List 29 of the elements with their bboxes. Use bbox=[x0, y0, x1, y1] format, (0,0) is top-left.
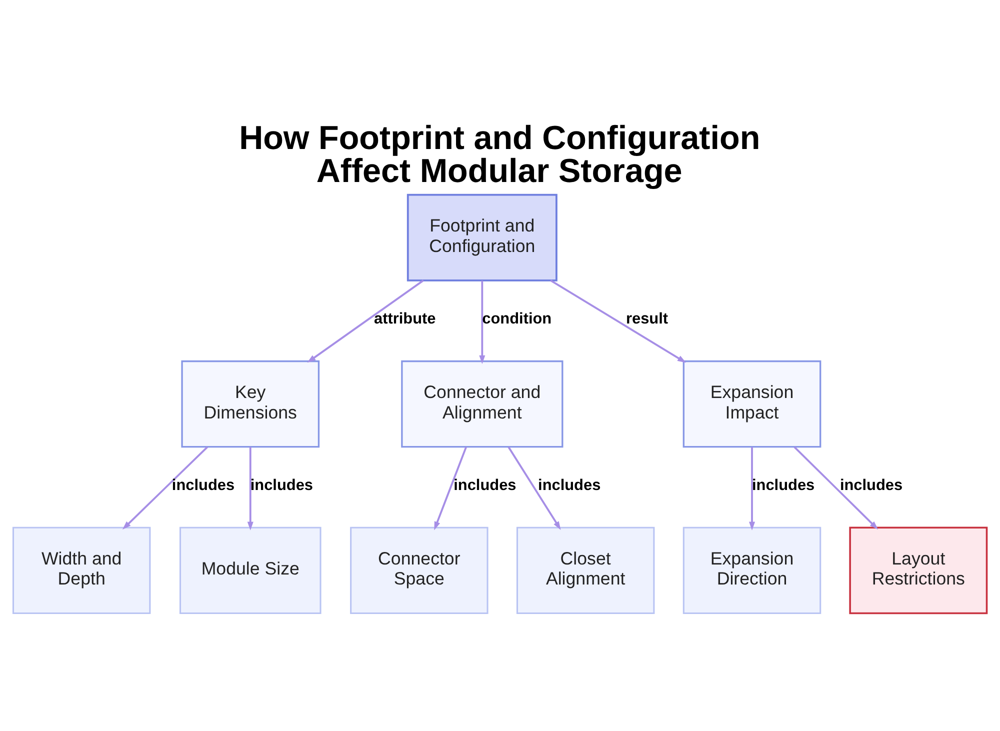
edge-label: condition bbox=[482, 310, 552, 328]
arrow bbox=[122, 446, 208, 530]
diagram-title: How Footprint and Configuration Affect Modular Storage bbox=[239, 119, 760, 190]
arrow bbox=[550, 279, 686, 362]
arrow bbox=[749, 446, 755, 530]
node-box: Key Dimensions bbox=[181, 360, 320, 448]
node-box: Expansion Impact bbox=[682, 360, 822, 448]
edge-label: includes bbox=[454, 476, 516, 494]
node-box: Width and Depth bbox=[12, 526, 151, 614]
arrow bbox=[794, 446, 878, 530]
edge-label: includes bbox=[538, 476, 601, 494]
edge-label: includes bbox=[752, 476, 815, 494]
node-box: Layout Restrictions bbox=[849, 526, 988, 614]
edge-label: includes bbox=[172, 476, 235, 494]
edge-label: attribute bbox=[374, 310, 436, 328]
edge-label: includes bbox=[250, 476, 313, 494]
arrow bbox=[307, 279, 424, 362]
edge-label: includes bbox=[840, 476, 903, 494]
node-box: Closet Alignment bbox=[516, 526, 655, 614]
arrow bbox=[508, 446, 561, 530]
node-box: Connector and Alignment bbox=[401, 360, 564, 448]
node-box: Connector Space bbox=[350, 526, 488, 614]
node-box: Expansion Direction bbox=[682, 526, 822, 614]
node-box: Footprint and Configuration bbox=[406, 193, 558, 281]
arrow bbox=[434, 446, 467, 530]
arrow bbox=[247, 446, 254, 530]
arrow bbox=[479, 280, 486, 364]
node-box: Module Size bbox=[179, 526, 322, 614]
edge-label: result bbox=[626, 310, 668, 328]
